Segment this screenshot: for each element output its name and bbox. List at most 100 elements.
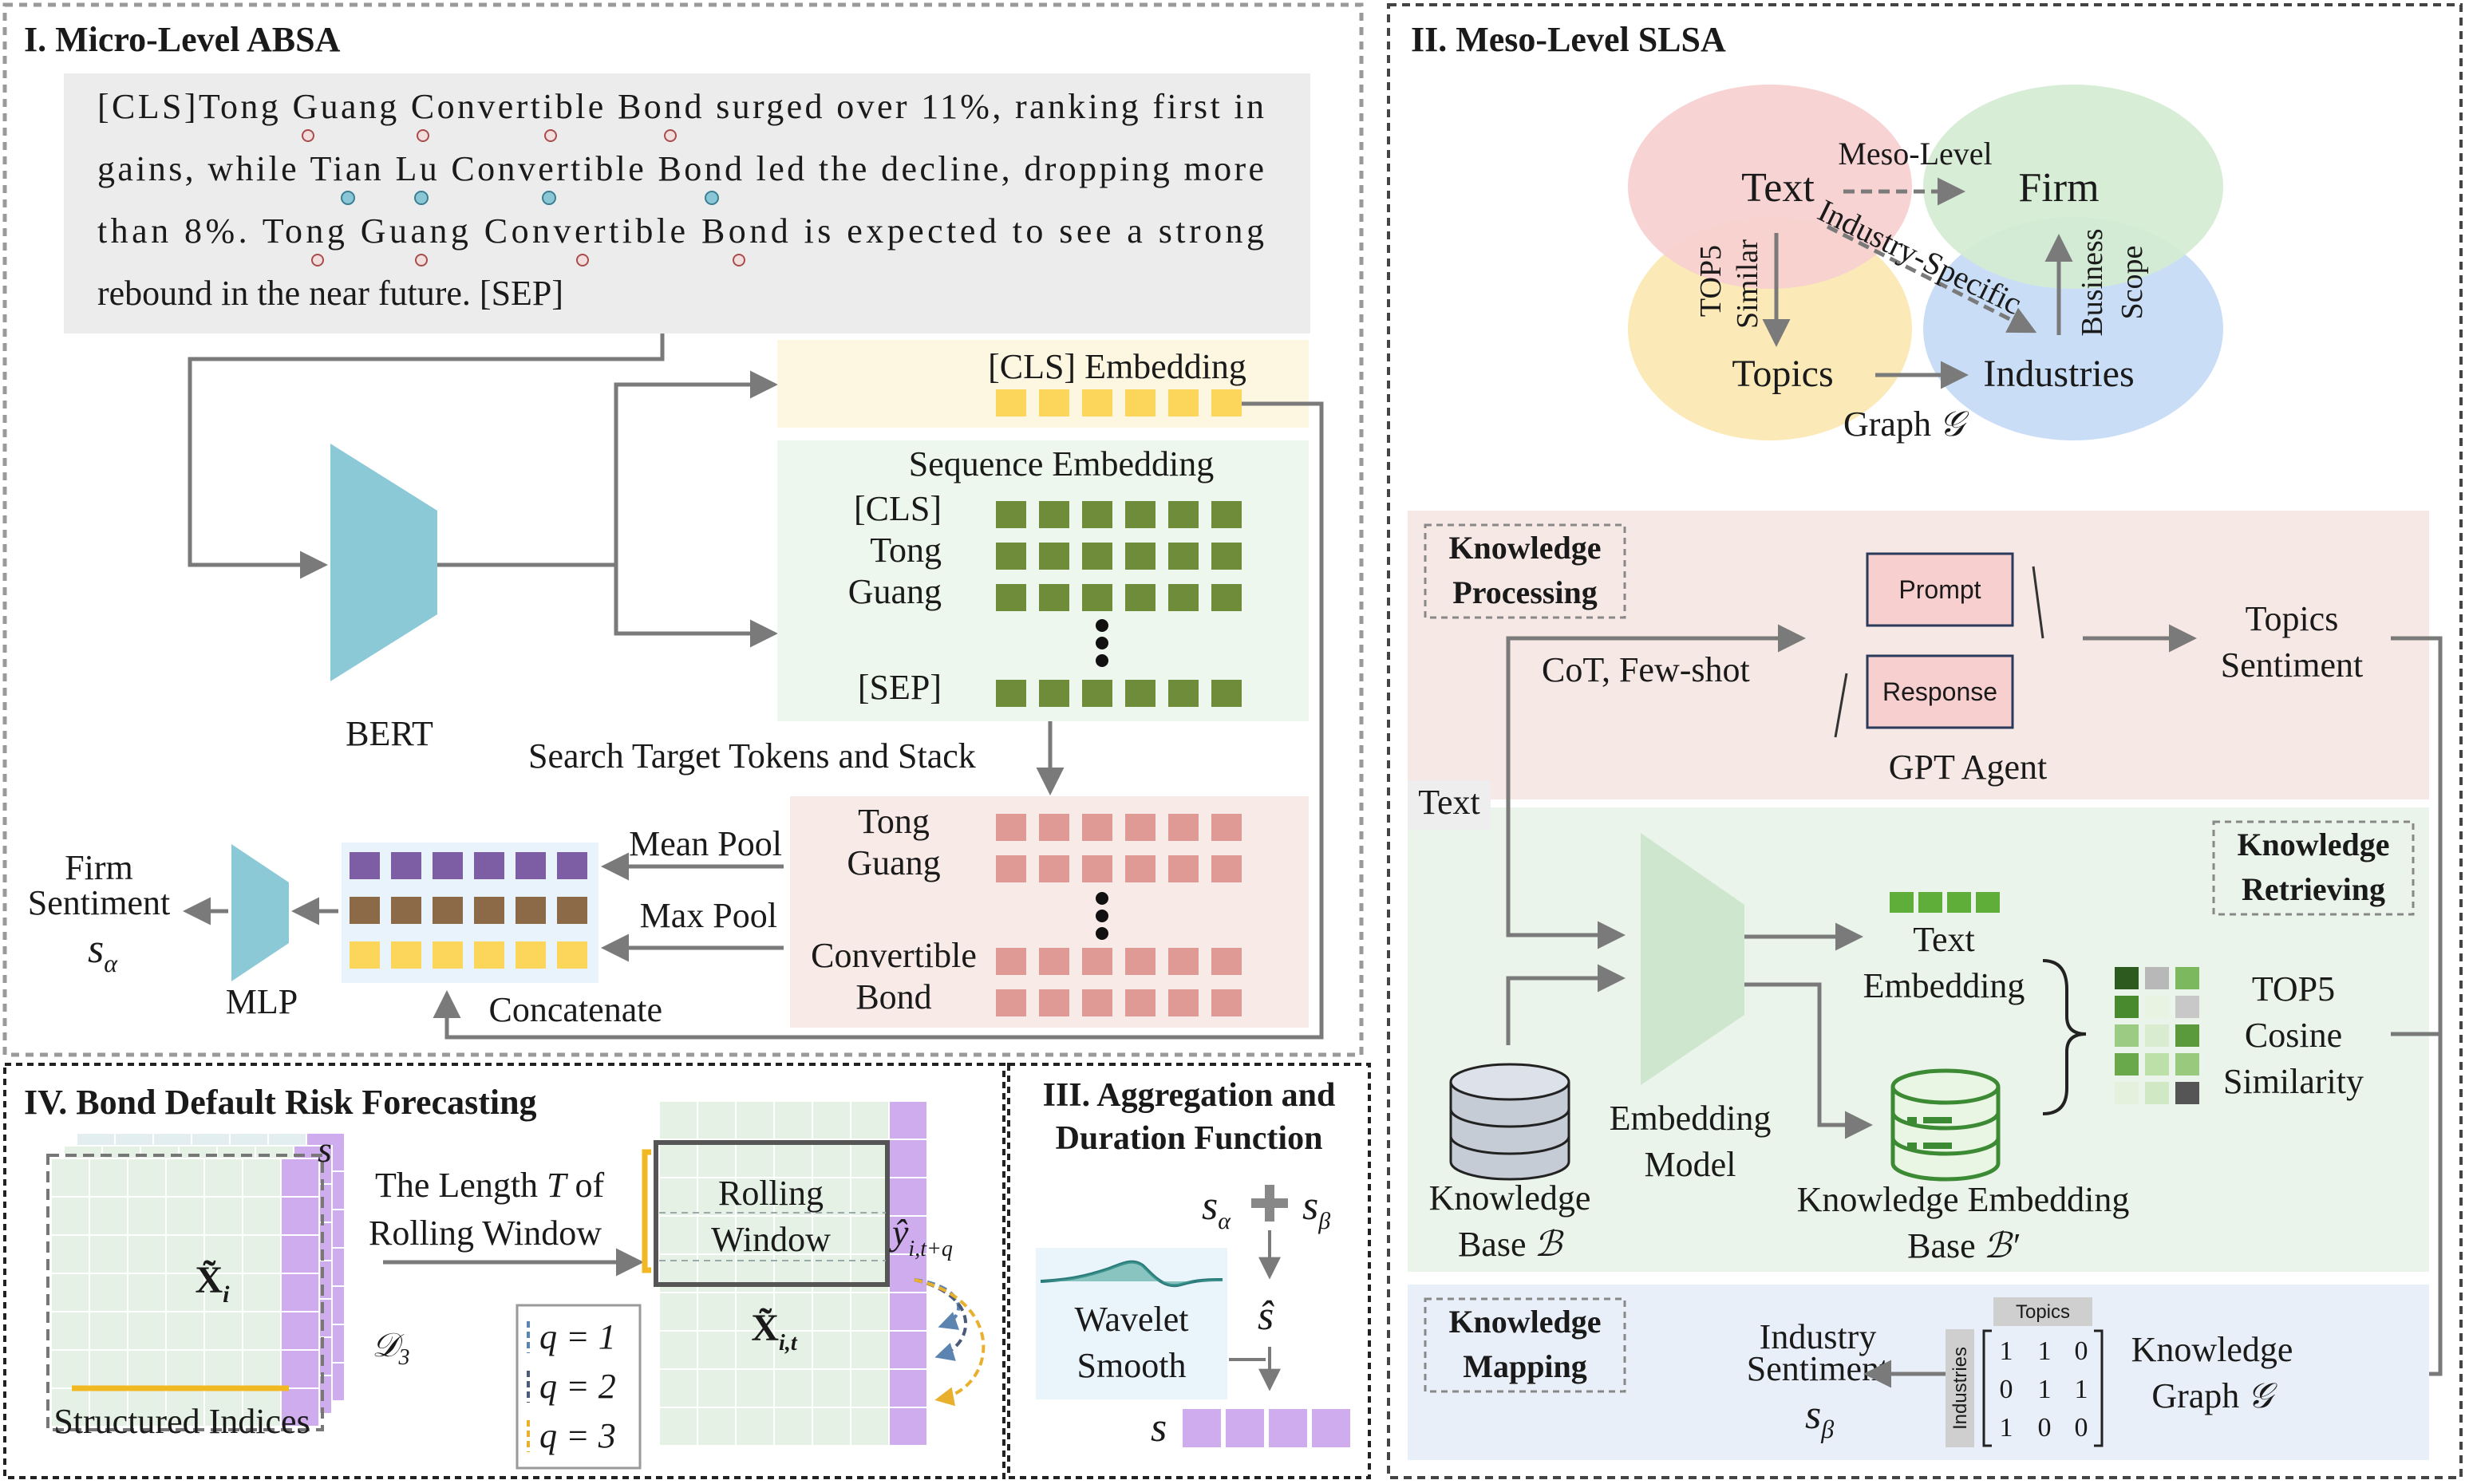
rolling-cell (812, 1215, 851, 1255)
target-token-guang: Guang (847, 843, 940, 882)
rolling-cell (850, 1215, 890, 1255)
rolling-cell (812, 1177, 851, 1217)
embedding-cell (1211, 543, 1242, 570)
seq-token-sep: [SEP] (858, 668, 942, 707)
text-input-tag (1408, 780, 1491, 830)
indices-cell (242, 1158, 282, 1198)
indices-cell (89, 1273, 128, 1312)
sentence-line-3: than 8%. Tong Guang Convertible Bond is … (97, 211, 1264, 251)
knowledge-processing-tag (1424, 523, 1626, 619)
rolling-cell (658, 1407, 698, 1447)
structured-indices-stack (46, 1132, 346, 1431)
sentence-line-2: gains, while Tian Lu Convertible Bond le… (97, 149, 1264, 188)
embedding-cell (1082, 501, 1112, 528)
target-cell (1211, 948, 1242, 975)
indices-cell (50, 1311, 90, 1351)
rolling-cell (773, 1407, 813, 1447)
indices-cell (127, 1311, 167, 1351)
matrix-left-bracket (1982, 1329, 1992, 1447)
indices-cell (165, 1273, 205, 1312)
indices-cell (50, 1158, 90, 1198)
rolling-cell (888, 1139, 928, 1178)
target-cell (1211, 814, 1242, 841)
rolling-cell (697, 1330, 737, 1370)
target-cell (1082, 855, 1112, 882)
input-sentence-box (64, 73, 1310, 334)
pooled-cell (391, 941, 421, 969)
pooled-cell (474, 941, 504, 969)
rolling-cell (888, 1292, 928, 1332)
sequence-embedding-matrix (996, 501, 1242, 707)
prompt-label: Prompt (1898, 575, 1981, 604)
venn-topics-label: Topics (1732, 353, 1833, 395)
indices-cell (280, 1196, 320, 1236)
embedding-cell (1211, 680, 1242, 707)
cls-to-concat-arrow (433, 401, 1324, 1040)
indices-cell (89, 1196, 128, 1236)
text-embedding-line-2: Embedding (1863, 966, 2025, 1005)
target-cell (1168, 855, 1199, 882)
seq-token-tong: Tong (870, 531, 942, 570)
target-cell (1168, 948, 1199, 975)
s-alpha-symbol: sα (88, 926, 118, 977)
sequence-ellipsis (1096, 619, 1108, 667)
rolling-cell (888, 1330, 928, 1370)
similarity-brace (2042, 959, 2087, 1115)
embedding-cell (1039, 501, 1069, 528)
seq-token-guang: Guang (848, 572, 942, 611)
target-cell (996, 855, 1026, 882)
rolling-cell (850, 1139, 890, 1178)
indices-cell (165, 1387, 205, 1427)
legend-q3: q = 3 (539, 1416, 616, 1455)
indices-cell (280, 1311, 320, 1351)
indices-cell (127, 1158, 167, 1198)
indices-cell (165, 1311, 205, 1351)
indices-cell (89, 1311, 128, 1351)
rolling-cell (658, 1100, 698, 1140)
rolling-cell (773, 1368, 813, 1408)
target-cell (1039, 855, 1069, 882)
rolling-cell (850, 1368, 890, 1408)
svg-text:0: 0 (2038, 1413, 2052, 1443)
mlp-label: MLP (226, 982, 298, 1021)
agg-s-alpha: sα (1202, 1183, 1231, 1234)
x-tilde-i: X̃i (195, 1259, 230, 1308)
knowledge-retrieving-tag (2212, 820, 2415, 916)
bert-to-cls-arrow (614, 370, 778, 565)
target-cell (1168, 989, 1199, 1016)
text-embedding-vector (1890, 892, 2000, 913)
rolling-cell (658, 1368, 698, 1408)
scope-label: Scope (2115, 246, 2149, 320)
target-token-convertible: Convertible (811, 936, 977, 975)
rolling-cell (850, 1330, 890, 1370)
gpt-agent-label: GPT Agent (1889, 748, 2047, 787)
token-markers (302, 129, 745, 266)
embedding-cell (1168, 680, 1199, 707)
agg-s-output: s (1151, 1405, 1167, 1450)
target-cell (1125, 855, 1155, 882)
forecast-title: IV. Bond Default Risk Forecasting (24, 1083, 537, 1122)
topics-sentiment-line-1: Topics (2246, 599, 2339, 638)
indices-cell (165, 1158, 205, 1198)
indices-cell (280, 1273, 320, 1312)
pooled-cell (433, 897, 463, 924)
knowledge-graph-line-1: Knowledge (2131, 1330, 2293, 1369)
response-box (1866, 654, 2014, 729)
cosine-line-2: Cosine (2245, 1016, 2342, 1055)
matrix-industries-label: Industries (1950, 1347, 1971, 1430)
cosine-line-1: TOP5 (2252, 969, 2335, 1008)
panel-micro-border (2, 2, 1364, 1057)
pooled-vector-box (342, 843, 598, 983)
rolling-cell (773, 1292, 813, 1332)
svg-text:0: 0 (2000, 1375, 2013, 1404)
knowledge-mapping-line-1: Knowledge (1448, 1304, 1601, 1340)
rolling-cell (658, 1139, 698, 1178)
rolling-cell (773, 1139, 813, 1178)
s-vector (1183, 1409, 1350, 1447)
target-token-tong: Tong (858, 802, 930, 841)
bert-model (330, 444, 437, 681)
rolling-window-frame (654, 1140, 890, 1287)
rolling-cell (658, 1330, 698, 1370)
rolling-cell (658, 1215, 698, 1255)
